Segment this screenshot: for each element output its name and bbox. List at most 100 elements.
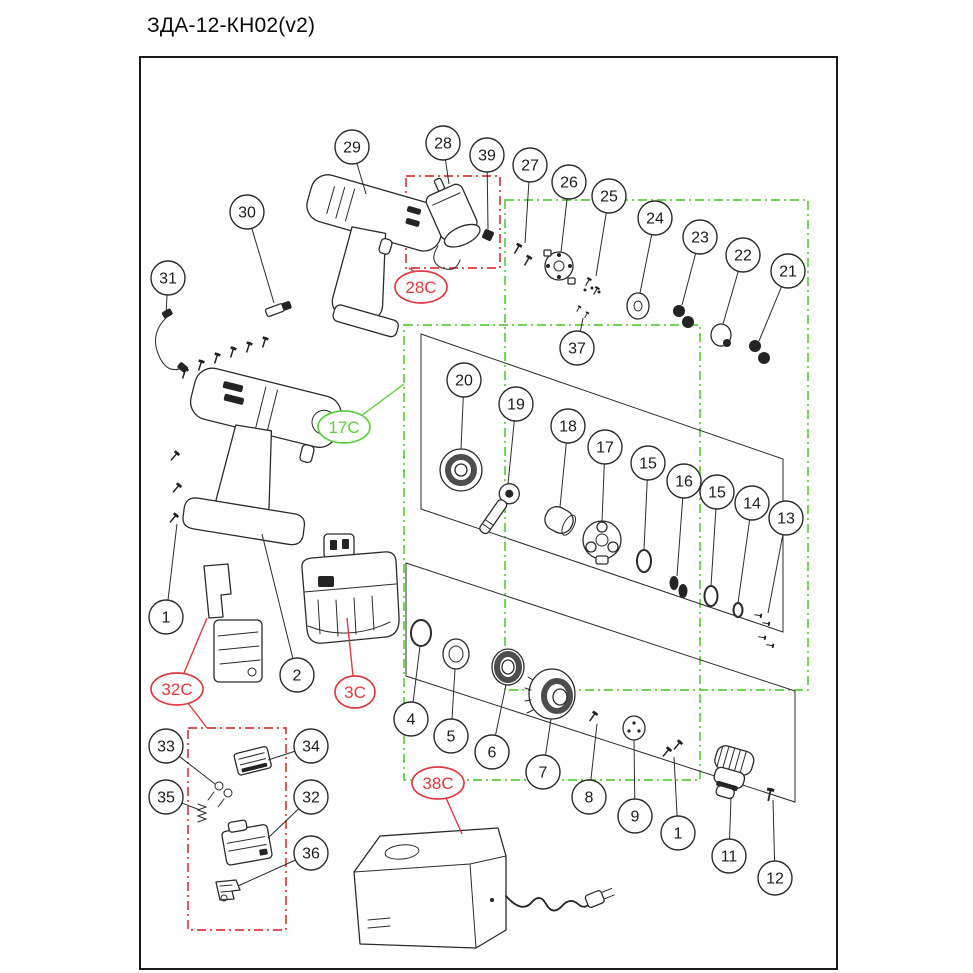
power-plug (584, 887, 615, 908)
leader-line (758, 286, 782, 342)
wire (155, 308, 188, 373)
leader-line (633, 739, 636, 800)
battery-pack (301, 533, 400, 644)
leader-line (772, 799, 776, 862)
svg-text:6: 6 (488, 745, 497, 762)
callout-31: 31 (150, 260, 186, 315)
callout-27: 27 (512, 147, 548, 244)
svg-text:35: 35 (157, 790, 175, 807)
callout-24: 24 (637, 200, 673, 294)
leader-line (729, 796, 732, 840)
gear-cylinder (439, 448, 483, 492)
svg-text:32: 32 (302, 790, 320, 807)
leader-line (267, 750, 295, 761)
leader-line (524, 181, 530, 244)
spindle-plate-9 (622, 715, 646, 741)
callout-1: 1 (660, 756, 696, 851)
leader-line (251, 228, 275, 304)
leader-line (545, 718, 552, 756)
svg-text:25: 25 (600, 189, 618, 206)
callout-14: 14 (734, 485, 770, 604)
callout-33: 33 (148, 728, 216, 785)
callout-7: 7 (525, 718, 561, 790)
callout-37: 37 (559, 317, 595, 366)
spindle-gear (479, 483, 520, 535)
svg-text:18: 18 (559, 419, 577, 436)
callout-8: 8 (571, 723, 607, 815)
pin-8 (585, 708, 600, 725)
leader-line (356, 163, 367, 195)
group-label-38C: 38C (411, 766, 465, 835)
leader-line (444, 159, 450, 185)
svg-text:4: 4 (407, 712, 416, 729)
page-title: ЗДА-12-КН02(v2) (147, 14, 316, 37)
svg-text:5: 5 (447, 729, 456, 746)
svg-text:9: 9 (631, 809, 640, 826)
leader-line (494, 684, 507, 736)
svg-text:28: 28 (434, 136, 452, 153)
motor-screws-27 (510, 241, 534, 269)
leader-line (590, 723, 598, 781)
leader-line (681, 253, 697, 306)
callout-39: 39 (469, 137, 505, 230)
svg-text:14: 14 (743, 496, 761, 513)
group-label-32C: 32C (150, 617, 208, 729)
spring-35 (196, 803, 208, 823)
svg-text:17C: 17C (328, 418, 359, 437)
brush-screws-37 (574, 286, 601, 320)
motor (425, 177, 494, 270)
svg-text:7: 7 (539, 765, 548, 782)
svg-text:8: 8 (585, 790, 594, 807)
svg-text:29: 29 (343, 140, 361, 157)
callout-13: 13 (767, 500, 804, 614)
leader-line (267, 808, 300, 839)
leader-line (261, 533, 294, 659)
callout-1: 1 (148, 523, 184, 635)
drill-housing-lower (182, 367, 342, 546)
leader-line (673, 756, 678, 817)
svg-text:15: 15 (708, 485, 726, 502)
svg-text:31: 31 (159, 271, 177, 288)
circlip-4 (410, 619, 432, 647)
callout-6: 6 (474, 684, 510, 770)
sleeve (544, 506, 577, 536)
svg-text:34: 34 (302, 739, 320, 756)
svg-text:24: 24 (646, 211, 664, 228)
svg-text:27: 27 (521, 158, 539, 175)
bearing-22 (710, 323, 732, 347)
small-ring-14 (732, 602, 744, 618)
svg-text:19: 19 (507, 397, 525, 414)
leader-line (507, 420, 515, 485)
retaining-ring-2 (703, 585, 719, 607)
planet-gear-carrier (582, 520, 622, 565)
callout-30: 30 (229, 194, 275, 304)
callout-15: 15 (630, 445, 666, 551)
callout-20: 20 (446, 362, 482, 450)
gear-group-frame (420, 333, 784, 633)
small-screws-13 (753, 611, 776, 649)
svg-text:39: 39 (478, 148, 496, 165)
callout-5: 5 (433, 668, 469, 754)
callout-16: 16 (666, 463, 702, 577)
leader-line (722, 271, 739, 325)
svg-text:30: 30 (238, 205, 256, 222)
callout-32: 32 (267, 779, 329, 839)
leader-line (460, 396, 464, 450)
callout-26: 26 (551, 164, 587, 253)
clutch-housing-7 (524, 668, 576, 720)
leader-line (179, 756, 216, 785)
switch-bracket-assembly (203, 563, 263, 683)
callout-29: 29 (334, 129, 370, 195)
svg-text:1: 1 (162, 610, 171, 627)
washer-24 (626, 292, 650, 320)
cable-clip (264, 301, 292, 318)
callout-15: 15 (699, 474, 735, 587)
svg-text:12: 12 (766, 871, 784, 888)
clutch-group-frame (405, 562, 796, 803)
callout-34: 34 (267, 728, 329, 764)
svg-text:37: 37 (568, 341, 586, 358)
leader-line (676, 497, 684, 577)
leader-line (639, 234, 653, 294)
callout-12: 12 (757, 799, 793, 896)
